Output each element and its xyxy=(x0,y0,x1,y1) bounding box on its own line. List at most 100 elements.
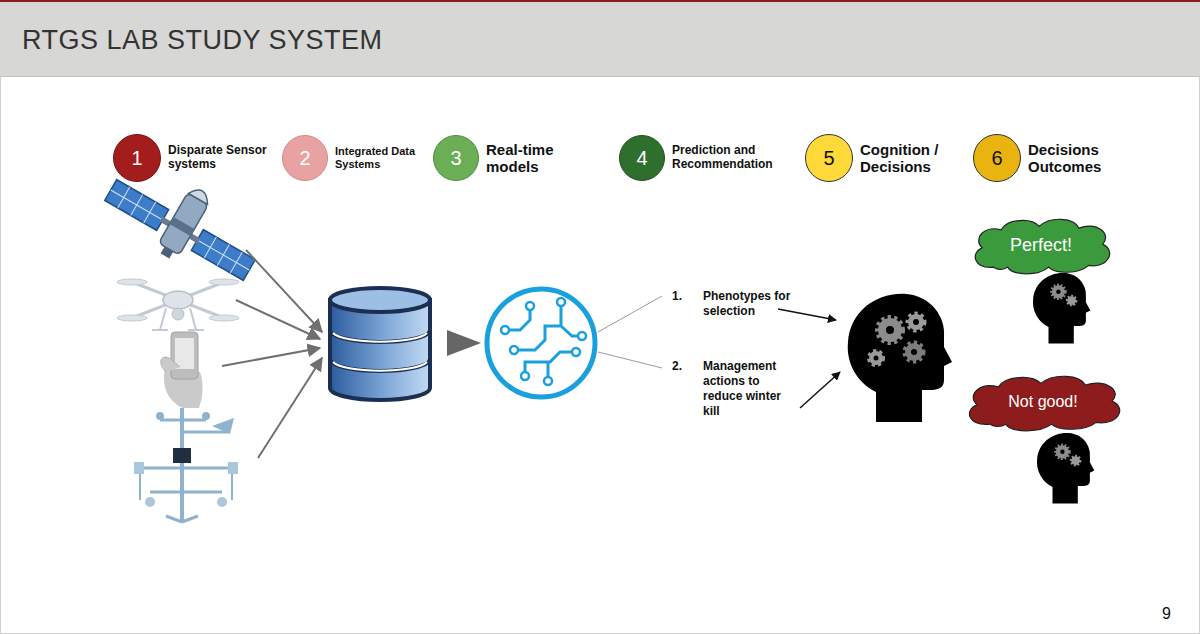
step-number: 1 xyxy=(131,147,142,170)
drone-illustration xyxy=(209,315,239,321)
weather-station-illustration xyxy=(180,408,184,522)
drone-illustration xyxy=(163,291,193,309)
cloud-outline xyxy=(975,219,1109,274)
cloud-text: Not good! xyxy=(1008,393,1077,411)
model-network-icon xyxy=(501,326,509,334)
model-network-icon xyxy=(487,289,595,397)
step-heading: Integrated Data Systems xyxy=(335,145,419,170)
step-node: 5Cognition / Decisions xyxy=(805,134,960,182)
pointer-arrow xyxy=(800,372,840,408)
step-node: 4Prediction and Recommendation xyxy=(619,135,784,181)
gear-symbol xyxy=(1056,290,1060,294)
step-node: 3 Real-time models xyxy=(433,135,572,181)
recommendation-text: Phenotypes for selection xyxy=(703,289,791,319)
cloud-outline xyxy=(969,376,1119,431)
model-network-icon xyxy=(521,372,529,380)
gear-symbol xyxy=(874,356,879,361)
satellite-illustration xyxy=(105,180,169,231)
cloud-text-holder: Not good! xyxy=(958,371,1128,433)
satellite-illustration xyxy=(161,247,174,259)
satellite-illustration xyxy=(191,230,255,281)
satellite-illustration xyxy=(105,180,169,231)
leader-line xyxy=(598,296,662,368)
database-symbol xyxy=(330,300,430,400)
weather-station-illustration xyxy=(145,497,155,507)
head-silhouette xyxy=(848,294,952,422)
weather-station-illustration xyxy=(134,408,238,522)
step-circle: 2 xyxy=(282,135,328,181)
recommendation-text: 2. xyxy=(672,359,698,374)
gear-symbol xyxy=(878,318,902,342)
gear-symbol xyxy=(1071,456,1080,465)
slide-title: RTGS LAB STUDY SYSTEM xyxy=(22,25,383,56)
weather-station-illustration xyxy=(166,516,198,522)
cloud-text-holder: Perfect! xyxy=(965,214,1117,276)
step-circle: 6 xyxy=(973,134,1021,182)
flow-arrow xyxy=(222,250,322,458)
gear-symbol xyxy=(886,326,894,334)
model-network-icon xyxy=(487,289,595,397)
gear-symbol xyxy=(1056,445,1069,458)
satellite-illustration xyxy=(191,230,255,281)
head-silhouette xyxy=(848,294,952,422)
step-heading: Real-time models xyxy=(486,141,572,176)
database-symbol xyxy=(330,330,430,371)
step-number: 2 xyxy=(299,147,310,170)
model-network-icon xyxy=(510,346,518,354)
satellite-illustration xyxy=(159,193,209,255)
thought-cloud: Perfect! xyxy=(965,214,1117,276)
database-symbol xyxy=(330,288,430,400)
gear-symbol xyxy=(911,349,917,355)
weather-station-illustration xyxy=(156,412,164,420)
step-number: 3 xyxy=(450,147,461,170)
step-heading: Decisions Outcomes xyxy=(1028,141,1118,176)
step-circle: 3 xyxy=(433,135,479,181)
gear-symbol xyxy=(869,314,924,365)
flow-arrow xyxy=(236,300,320,339)
weather-station-illustration xyxy=(173,448,191,463)
drone-illustration xyxy=(209,279,239,285)
model-network-icon xyxy=(526,302,534,310)
phone-illustration xyxy=(161,357,180,372)
gear-symbol xyxy=(1067,296,1076,305)
step-node: 6 Decisions Outcomes xyxy=(973,134,1118,182)
thought-cloud: Not good! xyxy=(958,371,1128,433)
head-silhouette xyxy=(1037,433,1094,503)
drone-illustration xyxy=(117,315,147,321)
model-network-icon xyxy=(505,302,582,381)
weather-station-illustration xyxy=(212,418,234,434)
gear-symbol xyxy=(869,351,883,365)
flow-arrow xyxy=(222,348,320,366)
database-symbol xyxy=(333,333,427,371)
phone-illustration xyxy=(171,332,198,379)
head-silhouette xyxy=(1033,273,1090,343)
phone-illustration xyxy=(161,332,203,408)
drone-illustration xyxy=(152,308,204,330)
recommendation-text: 1. xyxy=(672,289,698,304)
gear-symbol xyxy=(908,314,924,330)
model-network-icon xyxy=(578,332,586,340)
step-circle: 1 xyxy=(113,134,161,182)
gear-symbol xyxy=(1052,285,1065,298)
database-symbol xyxy=(330,288,430,312)
gear-symbol xyxy=(913,319,919,325)
step-number: 6 xyxy=(991,147,1002,170)
satellite-illustration xyxy=(170,217,195,236)
flow-arrow xyxy=(246,250,322,332)
weather-station-illustration xyxy=(202,412,210,420)
gear-symbol xyxy=(1060,450,1064,454)
step-heading: Disparate Sensor systems xyxy=(168,144,286,172)
satellite-illustration xyxy=(188,186,212,205)
step-number: 4 xyxy=(636,147,647,170)
model-network-icon xyxy=(557,298,565,306)
model-network-icon xyxy=(544,377,552,385)
step-number: 5 xyxy=(823,147,834,170)
weather-station-illustration xyxy=(217,497,227,507)
page-number: 9 xyxy=(1162,604,1186,624)
head-silhouette xyxy=(1033,273,1090,343)
flow-arrow xyxy=(258,358,322,458)
